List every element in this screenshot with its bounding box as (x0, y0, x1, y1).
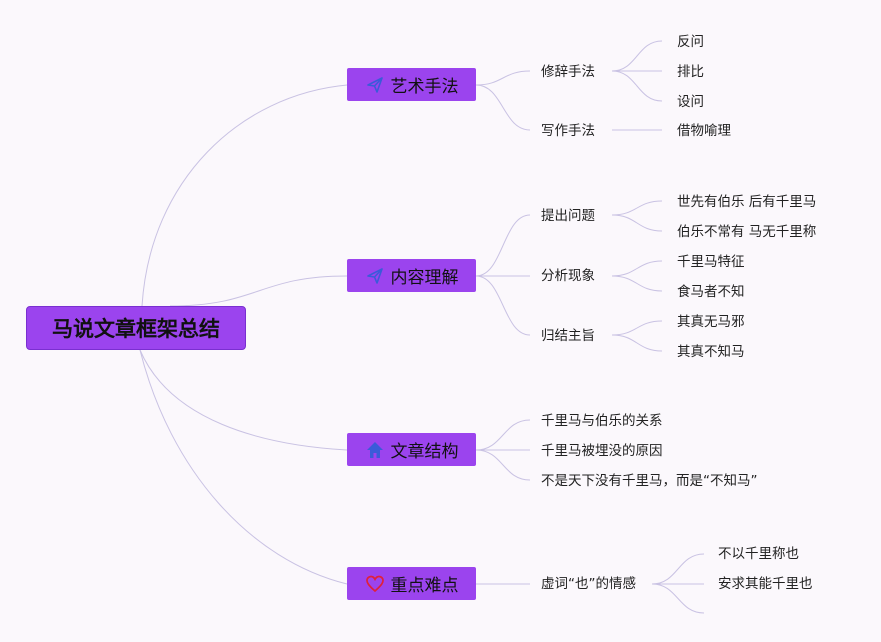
sub-topic[interactable]: 不是天下没有千里马，而是“不知马” (541, 473, 758, 489)
leaf-topic[interactable]: 不以千里称也 (718, 546, 799, 562)
branch-title: 内容理解 (390, 268, 459, 288)
branch-article-structure[interactable]: 文章结构 (347, 433, 476, 466)
branch-art-techniques[interactable]: 艺术手法 (347, 68, 476, 101)
root-branch-connector (139, 349, 348, 585)
sub-topic[interactable]: 虚词“也”的情感 (541, 576, 636, 592)
branch-key-difficulties[interactable]: 重点难点 (347, 567, 476, 600)
leaf-topic[interactable]: 伯乐不常有 马无千里称 (677, 224, 817, 240)
branch-title: 文章结构 (390, 442, 459, 462)
branch-sub-connector (475, 275, 531, 336)
root-node[interactable]: 马说文章框架总结 (26, 306, 246, 350)
branch-title: 艺术手法 (390, 77, 459, 97)
sub-leaf-connector (611, 334, 663, 352)
sub-topic[interactable]: 修辞手法 (541, 64, 595, 80)
root-branch-connector (141, 84, 348, 307)
branch-sub-connector (475, 419, 531, 451)
leaf-topic[interactable]: 世先有伯乐 后有千里马 (677, 194, 817, 210)
sub-topic[interactable]: 分析现象 (541, 268, 595, 284)
root-branch-connector (169, 275, 348, 307)
root-title: 马说文章框架总结 (52, 317, 220, 341)
sub-leaf-connector (651, 553, 705, 585)
sub-topic[interactable]: 千里马与伯乐的关系 (541, 413, 663, 429)
leaf-topic[interactable]: 其真不知马 (677, 344, 745, 360)
paper-plane-icon (365, 266, 385, 286)
sub-topic[interactable]: 千里马被埋没的原因 (541, 443, 663, 459)
leaf-topic[interactable]: 安求其能千里也 (718, 576, 813, 592)
sub-leaf-connector (651, 583, 705, 614)
sub-topic[interactable]: 写作手法 (541, 123, 595, 139)
leaf-topic[interactable]: 其真无马邪 (677, 314, 745, 330)
sub-leaf-connector (611, 70, 663, 102)
leaf-topic[interactable]: 食马者不知 (677, 284, 745, 300)
branch-sub-connector (475, 214, 531, 277)
paper-plane-icon (365, 75, 385, 95)
branch-content-understanding[interactable]: 内容理解 (347, 259, 476, 292)
branch-sub-connector (475, 449, 531, 481)
branch-sub-connector (475, 84, 531, 131)
leaf-topic[interactable]: 借物喻理 (677, 123, 731, 139)
branch-sub-connector (475, 70, 531, 86)
sub-leaf-connector (611, 320, 663, 336)
sub-leaf-connector (611, 260, 663, 277)
sub-leaf-connector (611, 200, 663, 216)
heart-icon (365, 574, 385, 594)
house-icon (365, 440, 385, 460)
sub-topic[interactable]: 归结主旨 (541, 328, 595, 344)
leaf-topic[interactable]: 排比 (677, 64, 704, 80)
branch-title: 重点难点 (390, 576, 459, 596)
sub-leaf-connector (611, 214, 663, 232)
sub-leaf-connector (611, 40, 663, 72)
leaf-topic[interactable]: 千里马特征 (677, 254, 745, 270)
sub-leaf-connector (611, 275, 663, 292)
leaf-topic[interactable]: 设问 (677, 94, 704, 110)
root-branch-connector (139, 349, 348, 451)
sub-topic[interactable]: 提出问题 (541, 208, 595, 224)
leaf-topic[interactable]: 反问 (677, 34, 704, 50)
